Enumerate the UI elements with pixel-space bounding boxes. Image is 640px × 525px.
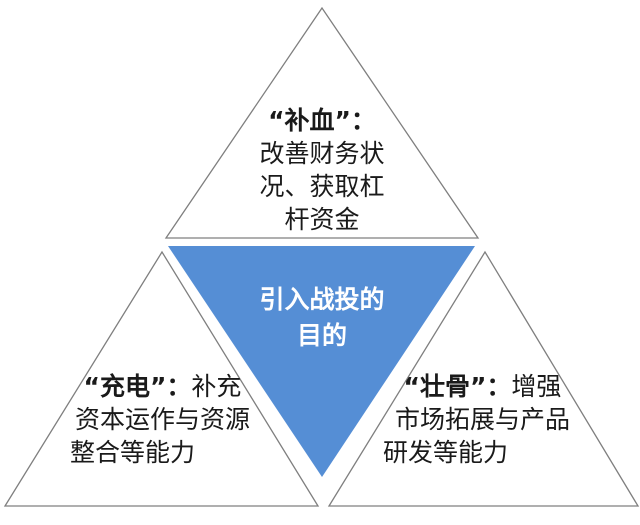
- top-line-1: 改善财务状: [259, 139, 385, 168]
- left-line-2: 整合等能力: [70, 438, 196, 467]
- right-line-2: 研发等能力: [383, 438, 509, 467]
- top-title: “补血”：: [268, 106, 376, 135]
- right-triangle: [327, 250, 640, 507]
- top-line-3: 杆资金: [284, 205, 360, 234]
- left-title: “充电”：: [83, 372, 192, 401]
- right-line-1: 市场拓展与产品: [394, 405, 570, 434]
- top-triangle: [164, 6, 480, 239]
- left-triangle: [3, 250, 320, 507]
- left-title-rest: 补充: [191, 372, 242, 401]
- center-triangle: [168, 246, 475, 477]
- right-text: “壮骨”：增强 市场拓展与产品 研发等能力: [375, 370, 590, 469]
- right-title: “壮骨”：: [403, 372, 512, 401]
- center-line-2: 目的: [296, 321, 347, 350]
- top-text: “补血”： 改善财务状 况、获取杠 杆资金: [222, 104, 422, 236]
- center-text: 引入战投的 目的: [222, 282, 422, 354]
- center-line-1: 引入战投的: [259, 285, 385, 314]
- top-line-2: 况、获取杠: [259, 172, 385, 201]
- left-text: “充电”：补充 资本运作与资源 整合等能力: [55, 370, 270, 469]
- right-title-rest: 增强: [511, 372, 562, 401]
- left-line-1: 资本运作与资源: [74, 405, 250, 434]
